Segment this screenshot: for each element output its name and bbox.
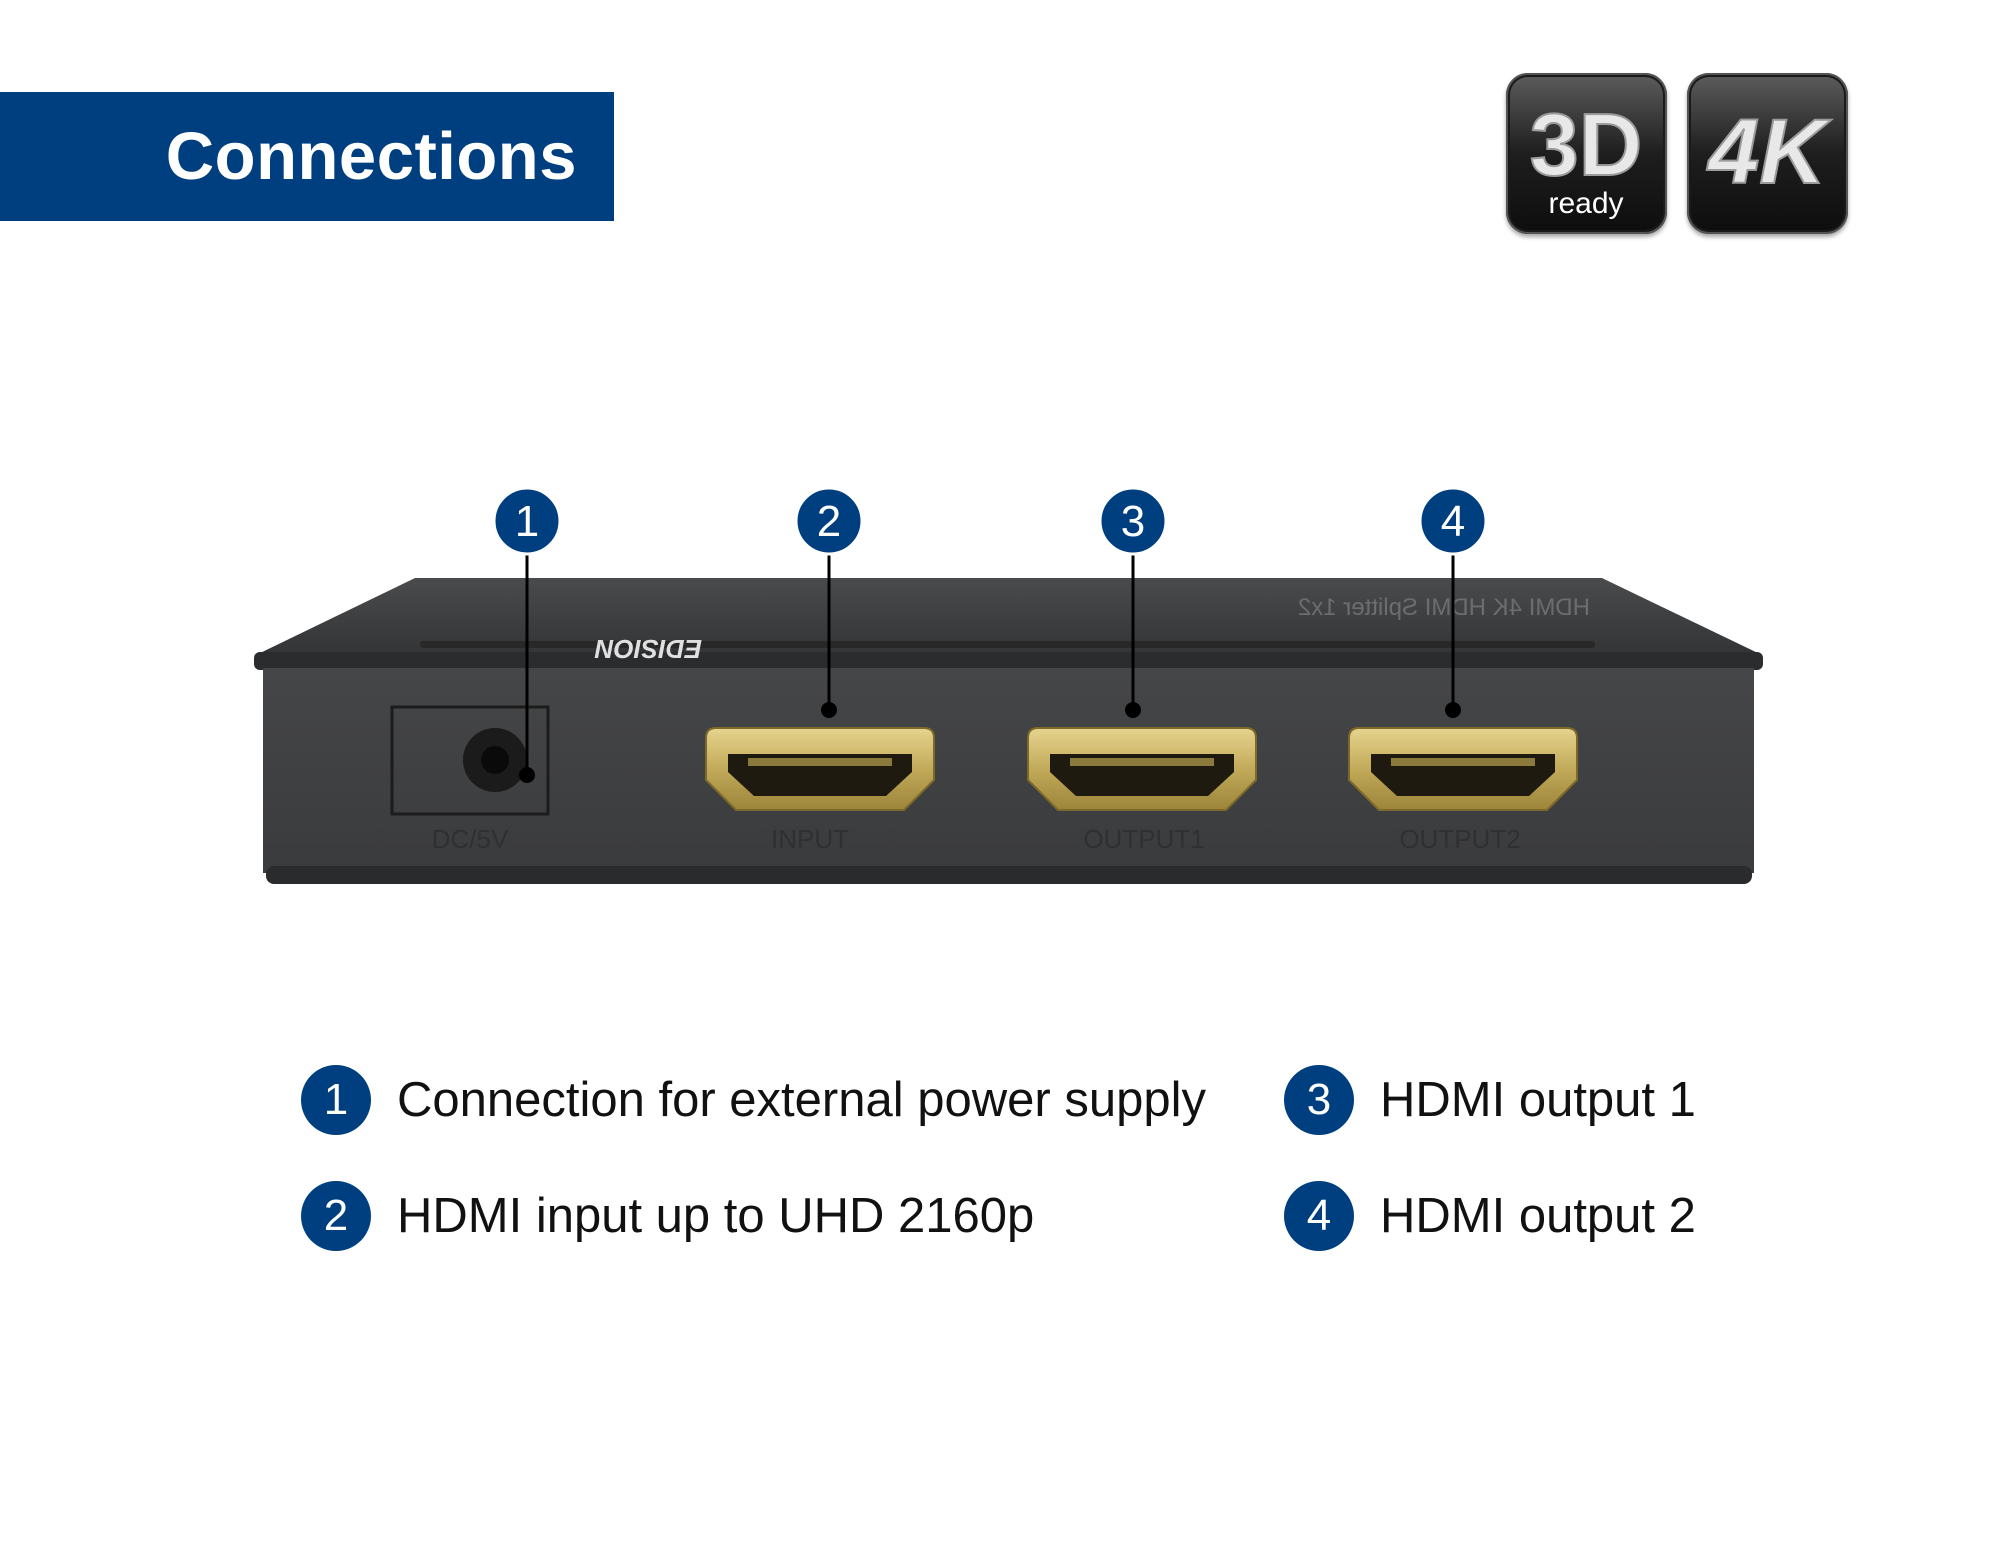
callout-4: 4 (1418, 486, 1488, 556)
legend-number: 3 (1284, 1065, 1354, 1135)
page-title-banner: Connections (0, 92, 614, 221)
callout-dot-4 (1445, 702, 1461, 718)
callout-2: 2 (794, 486, 864, 556)
device-brand-logo: EDISION (594, 634, 702, 664)
port-label-dc: DC/5V (432, 824, 509, 854)
port-label-output1: OUTPUT1 (1083, 824, 1204, 854)
callout-dot-1 (519, 767, 535, 783)
page-title: Connections (165, 119, 577, 194)
port-label-output2: OUTPUT2 (1399, 824, 1520, 854)
device-lip (254, 652, 1763, 670)
callout-number-3: 3 (1121, 497, 1145, 546)
callout-1: 1 (492, 486, 562, 556)
badge-3d-text: 3D (1530, 95, 1643, 194)
legend-item-1: 1 Connection for external power supply (301, 1065, 1206, 1135)
legend-number: 2 (301, 1181, 371, 1251)
port-label-input: INPUT (771, 824, 849, 854)
callout-number-2: 2 (817, 497, 841, 546)
device-top-face (256, 578, 1762, 655)
legend-text: HDMI input up to UHD 2160p (397, 1189, 1035, 1243)
callout-number-4: 4 (1441, 497, 1465, 546)
hdmi-output1-port (1027, 727, 1257, 811)
callout-dot-2 (821, 702, 837, 718)
callout-3: 3 (1098, 486, 1168, 556)
legend-text: HDMI output 1 (1380, 1073, 1696, 1127)
badge-4k-text: 4K (1706, 101, 1832, 203)
callout-number-1: 1 (515, 497, 539, 546)
dc-jack-frame (390, 705, 550, 816)
legend-number: 1 (301, 1065, 371, 1135)
legend-text: Connection for external power supply (397, 1073, 1206, 1127)
legend-text: HDMI output 2 (1380, 1189, 1696, 1243)
hdmi-splitter-illustration: HDMI 4K HDMI Splitter 1x2 EDISION DC/5V … (254, 486, 1763, 884)
callout-dot-3 (1125, 702, 1141, 718)
legend-number: 4 (1284, 1181, 1354, 1251)
hdmi-input-port (705, 727, 935, 811)
badge-ready-text: ready (1548, 187, 1623, 220)
3d-ready-badge: 3D ready (1506, 73, 1667, 234)
legend-item-4: 4 HDMI output 2 (1284, 1181, 1696, 1251)
device-base (266, 866, 1752, 884)
4k-badge: 4K (1687, 73, 1848, 234)
dc-jack-pin (481, 746, 509, 774)
device-groove (420, 641, 1595, 648)
hdmi-output2-port (1348, 727, 1578, 811)
legend-item-3: 3 HDMI output 1 (1284, 1065, 1696, 1135)
legend-item-2: 2 HDMI input up to UHD 2160p (301, 1181, 1034, 1251)
device-top-print: HDMI 4K HDMI Splitter 1x2 (1298, 594, 1590, 621)
